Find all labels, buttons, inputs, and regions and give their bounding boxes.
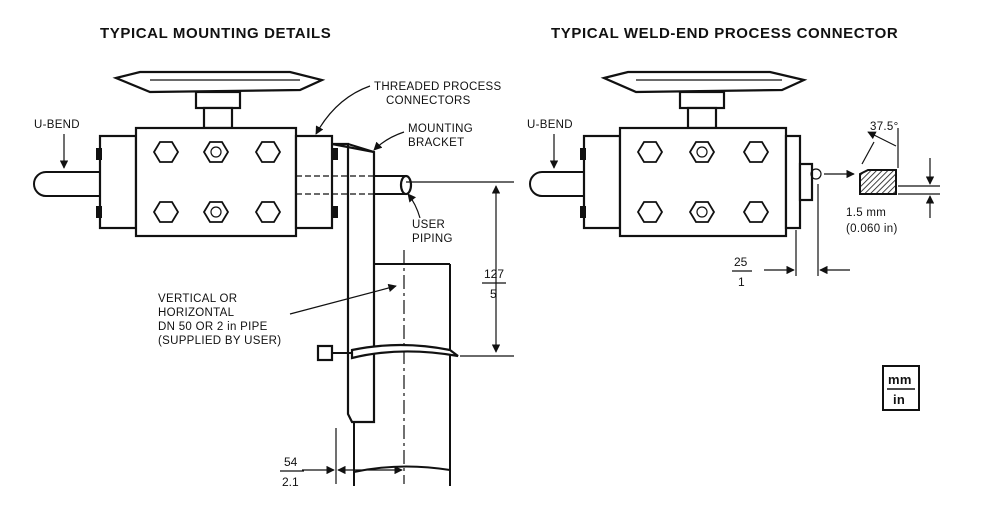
label-threaded-2: CONNECTORS <box>386 95 471 107</box>
label-u-bend-left: U-BEND <box>34 119 80 131</box>
dimension-25: 25 1 <box>732 184 850 289</box>
dim-25-in: 1 <box>738 275 745 289</box>
units-legend: mm in <box>882 365 920 411</box>
dim-v-mm: 127 <box>484 267 504 281</box>
label-pipe-3: DN 50 OR 2 in PIPE <box>158 321 268 333</box>
left-figure: 127 5 54 2.1 U-BEND THREADED PROCESS CON… <box>33 70 514 489</box>
weld-end-detail: 37.5° 1.5 mm (0.060 in) <box>824 121 940 235</box>
label-u-bend-right: U-BEND <box>527 119 573 131</box>
title-mounting-details: TYPICAL MOUNTING DETAILS <box>100 25 331 42</box>
vertical-pipe <box>316 250 459 486</box>
label-mounting-1: MOUNTING <box>408 123 473 135</box>
user-piping <box>296 174 413 196</box>
dimension-horizontal: 54 2.1 <box>280 428 405 489</box>
label-user-2: PIPING <box>412 233 453 245</box>
dim-h-mm: 54 <box>284 455 298 469</box>
dim-25-mm: 25 <box>734 255 748 269</box>
units-in: in <box>893 392 905 407</box>
label-angle: 37.5° <box>870 121 898 133</box>
handwheel-left <box>112 70 326 130</box>
handwheel-right <box>600 70 808 130</box>
label-pipe-4: (SUPPLIED BY USER) <box>158 335 281 347</box>
dim-h-in: 2.1 <box>282 475 299 489</box>
title-weld-end-connector: TYPICAL WELD-END PROCESS CONNECTOR <box>551 25 898 42</box>
dimension-vertical: 127 5 <box>406 181 514 357</box>
label-mounting-2: BRACKET <box>408 137 464 149</box>
mounting-bracket <box>331 142 376 424</box>
manifold-body-right <box>580 126 822 238</box>
label-user-1: USER <box>412 219 445 231</box>
units-mm: mm <box>888 372 912 387</box>
label-threaded-1: THREADED PROCESS <box>374 81 502 93</box>
dim-v-in: 5 <box>490 287 497 301</box>
label-gap-mm: 1.5 mm <box>846 207 886 219</box>
label-pipe-1: VERTICAL OR <box>158 293 237 305</box>
u-bend-pipe-left <box>33 171 102 197</box>
u-bend-pipe-right <box>529 171 584 197</box>
label-pipe-2: HORIZONTAL <box>158 307 235 319</box>
manifold-body-left <box>96 126 338 238</box>
label-gap-in: (0.060 in) <box>846 223 898 235</box>
right-figure: 37.5° 1.5 mm (0.060 in) 25 1 U-BEND <box>527 70 940 289</box>
